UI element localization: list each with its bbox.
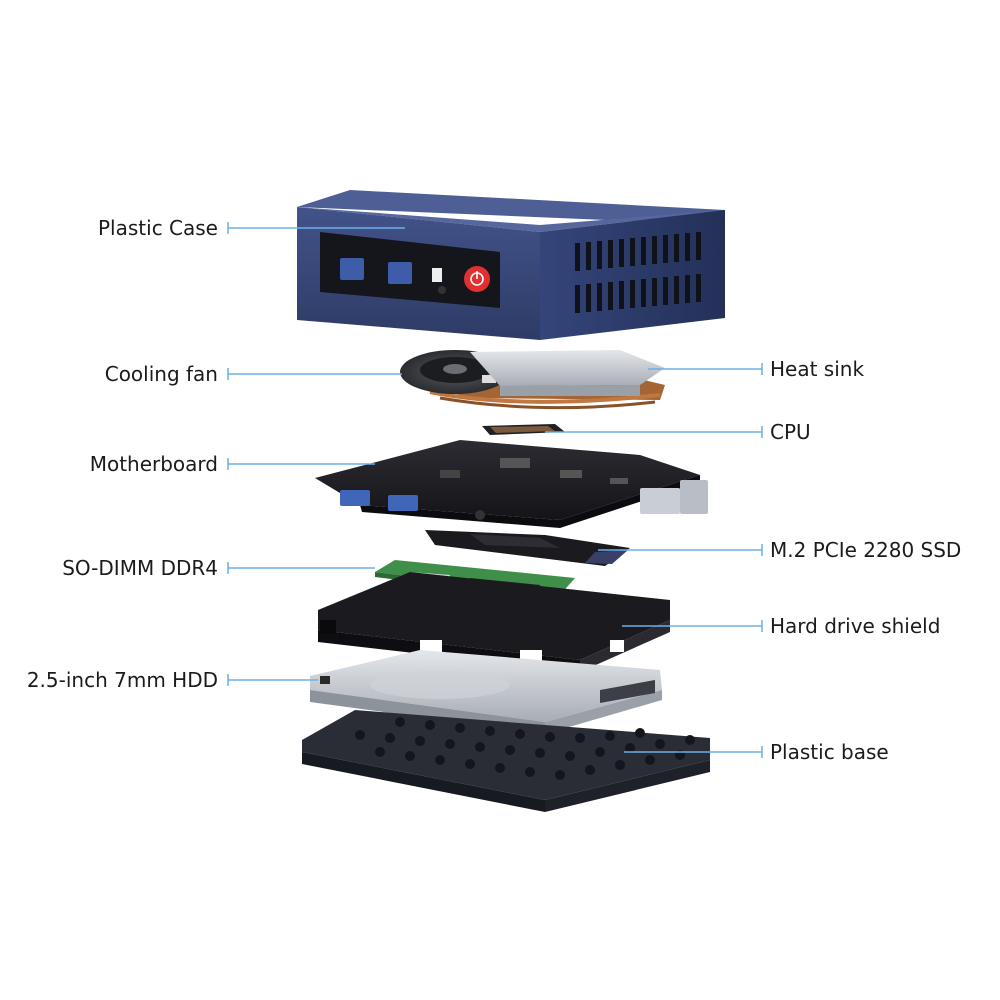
hdd-part bbox=[310, 650, 662, 734]
plastic-case-part bbox=[297, 190, 725, 340]
label-plastic-base: Plastic base bbox=[770, 740, 889, 764]
label-heat-sink: Heat sink bbox=[770, 357, 865, 381]
side-vents bbox=[575, 232, 701, 313]
ssd-part bbox=[425, 530, 630, 566]
cpu-part bbox=[482, 424, 565, 435]
label-hdd-shield: Hard drive shield bbox=[770, 614, 941, 638]
label-cooling-fan: Cooling fan bbox=[104, 362, 218, 386]
label-cpu: CPU bbox=[770, 420, 811, 444]
label-hdd: 2.5-inch 7mm HDD bbox=[26, 668, 218, 692]
plastic-base-part bbox=[302, 710, 710, 812]
hard-drive-shield-part bbox=[318, 572, 670, 672]
callout-lines bbox=[227, 222, 763, 758]
label-motherboard: Motherboard bbox=[89, 452, 218, 476]
label-plastic-case: Plastic Case bbox=[98, 216, 218, 240]
motherboard-part bbox=[315, 440, 708, 528]
heat-sink-part bbox=[470, 350, 665, 396]
label-so-dimm: SO-DIMM DDR4 bbox=[62, 556, 218, 580]
label-ssd: M.2 PCIe 2280 SSD bbox=[770, 538, 962, 562]
